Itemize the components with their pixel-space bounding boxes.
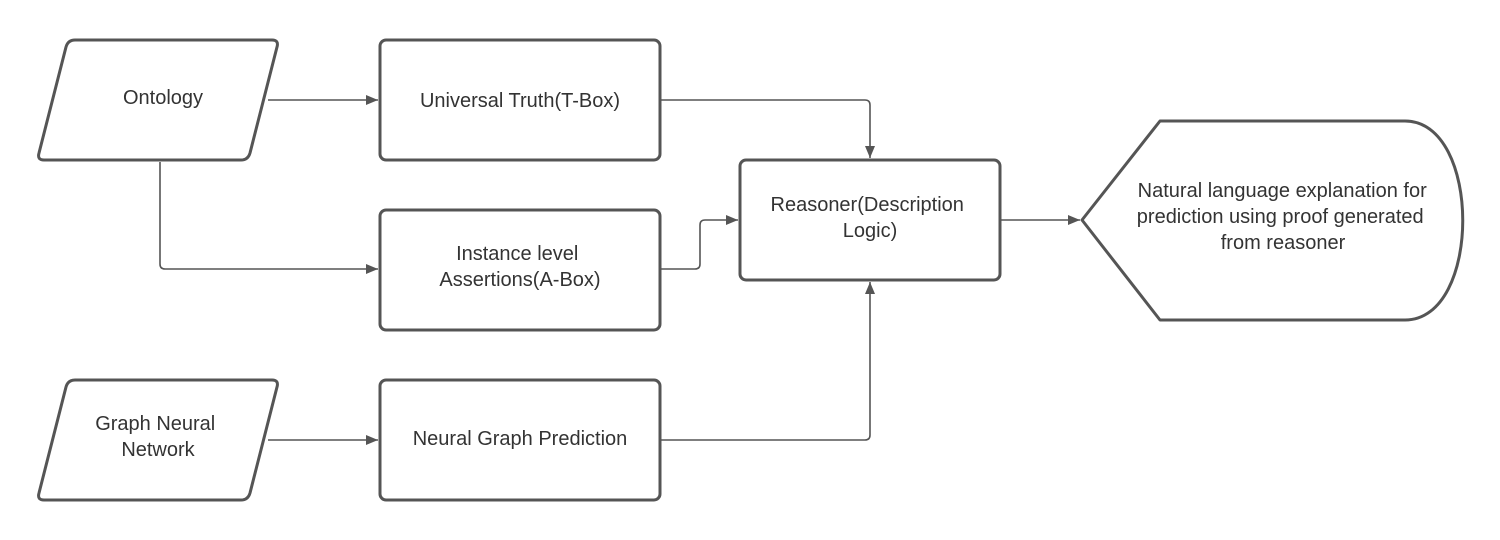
node-reasoner: Reasoner(Description Logic) [738, 158, 1002, 282]
tbox-label: Universal Truth(T-Box) [420, 90, 620, 112]
abox-label-line-1: Instance level [456, 243, 578, 265]
gnn-label-line-1: Graph Neural [95, 413, 215, 435]
gnn-label: Graph Neural Network [95, 413, 221, 461]
node-explanation: Natural language explanation for predict… [1080, 119, 1465, 322]
node-prediction: Neural Graph Prediction [378, 378, 662, 502]
edge-abox-to-reasoner [660, 215, 738, 270]
prediction-label-line: Neural Graph Prediction [413, 428, 628, 450]
tbox-label-line: Universal Truth(T-Box) [420, 90, 620, 112]
prediction-shape [378, 378, 662, 502]
connectors [159, 95, 1080, 445]
ontology-shape [37, 38, 279, 162]
node-gnn: Graph Neural Network [37, 378, 279, 502]
abox-shape [378, 208, 662, 332]
node-abox: Instance level Assertions(A-Box) [378, 208, 662, 332]
reasoner-label: Reasoner(Description Logic) [771, 194, 970, 242]
reasoner-label-line-1: Reasoner(Description [771, 194, 964, 216]
gnn-label-line-2: Network [121, 439, 195, 461]
edge-tbox-to-reasoner [660, 99, 875, 158]
edge-ontology-to-abox [159, 162, 378, 274]
explanation-label: Natural language explanation for predict… [1137, 180, 1433, 254]
explanation-label-line-1: Natural language explanation for [1138, 180, 1427, 202]
ontology-label: Ontology [123, 87, 203, 109]
gnn-shape [37, 378, 279, 502]
ontology-label-line: Ontology [123, 87, 203, 109]
abox-label: Instance level Assertions(A-Box) [439, 243, 600, 291]
node-ontology: Ontology [37, 38, 279, 162]
reasoner-shape [738, 158, 1002, 282]
reasoner-label-line-2: Logic) [843, 220, 897, 242]
prediction-label: Neural Graph Prediction [413, 428, 628, 450]
tbox-shape [378, 38, 662, 162]
explanation-label-line-3: from reasoner [1221, 232, 1346, 254]
abox-label-line-2: Assertions(A-Box) [439, 269, 600, 291]
edge-prediction-to-reasoner [660, 282, 875, 441]
explanation-label-line-2: prediction using proof generated [1137, 206, 1424, 228]
explanation-shape [1080, 119, 1465, 322]
node-tbox: Universal Truth(T-Box) [378, 38, 662, 162]
